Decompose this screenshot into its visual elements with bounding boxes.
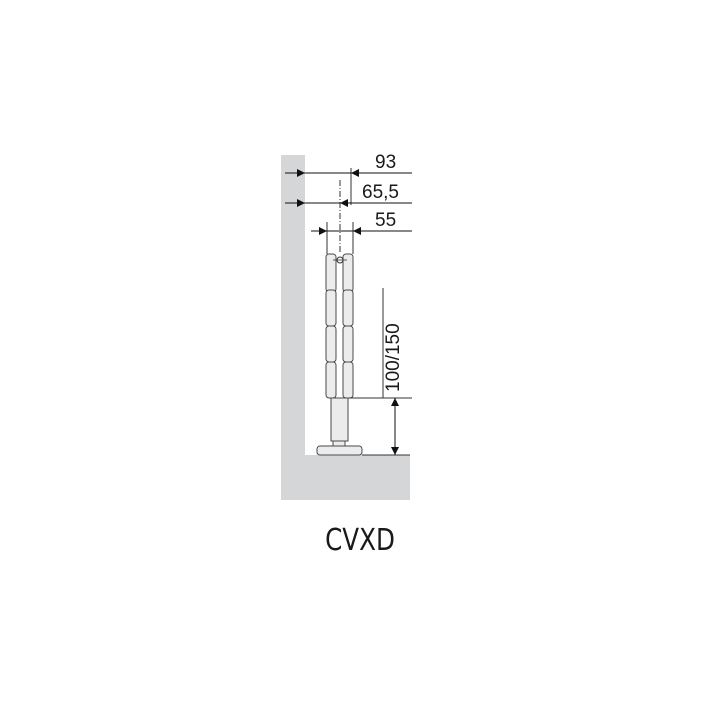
dimension-55: 55	[311, 210, 412, 235]
svg-text:65,5: 65,5	[362, 182, 399, 203]
model-label: CVXD	[325, 523, 395, 558]
radiator-column	[325, 253, 354, 399]
support-foot	[316, 397, 363, 456]
svg-text:93: 93	[375, 152, 396, 173]
dimension-65-5: 65,5	[285, 182, 412, 207]
svg-text:100/150: 100/150	[383, 323, 404, 392]
svg-text:55: 55	[375, 210, 396, 231]
dimension-93: 93	[285, 152, 412, 177]
dimension-floor-clearance: 100/150	[383, 323, 404, 455]
wall-and-floor	[281, 155, 410, 500]
